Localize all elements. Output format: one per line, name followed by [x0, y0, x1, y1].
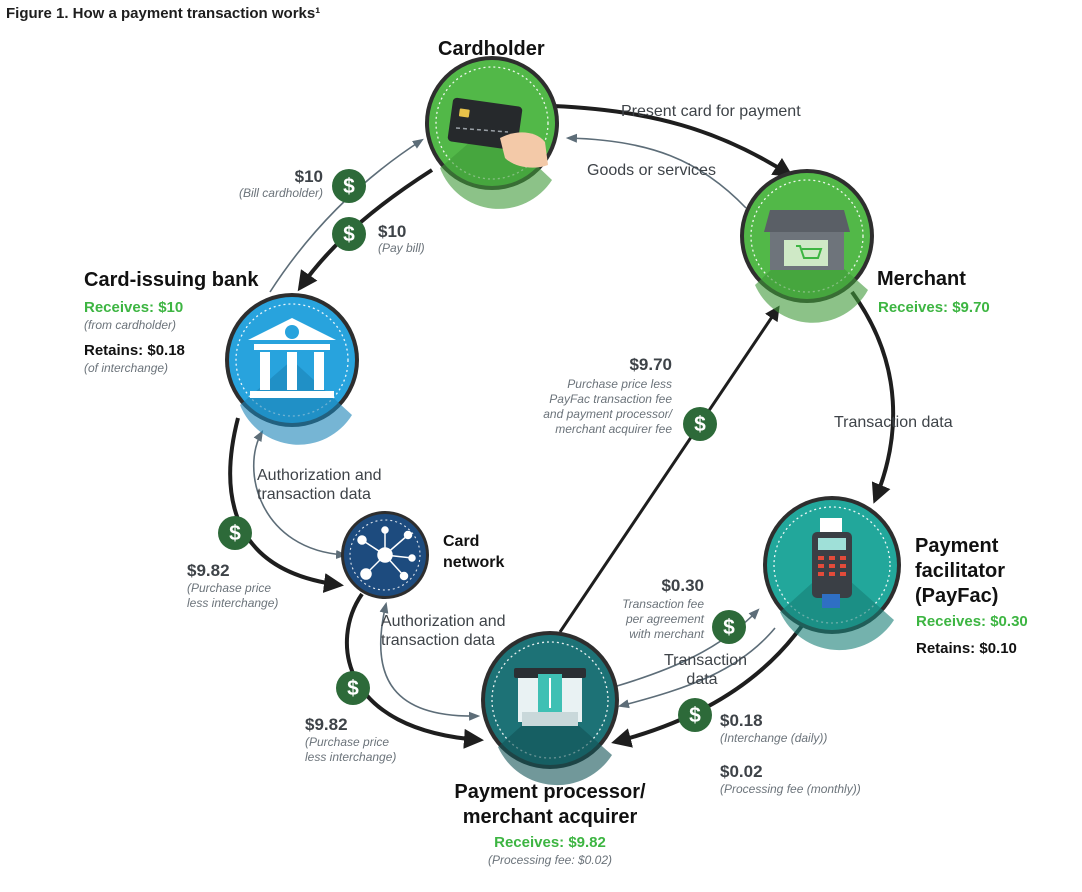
arrow-auth-bottom — [379, 601, 481, 721]
svg-text:$: $ — [689, 704, 701, 727]
flow-auth-bottom: Authorization and transaction data — [381, 613, 506, 649]
dollar-icon: $ — [332, 169, 366, 203]
amount-processing: $0.02 — [720, 762, 763, 781]
amount-payfac-fee: $0.30 — [661, 576, 704, 595]
amount-bank-to-network: $9.82 — [187, 561, 230, 580]
credit-card-hand-icon — [447, 97, 548, 168]
payfac-title: Payment facilitator (PayFac) — [915, 535, 1006, 607]
payfac-retains: Retains: $0.10 — [916, 640, 1017, 657]
flow-transaction-data: Transaction data — [834, 414, 953, 431]
card-terminal-icon — [812, 518, 852, 608]
arrow-bill-cardholder — [269, 138, 424, 293]
amount-merchant-payout: $9.70 — [629, 355, 672, 374]
amount-network-to-processor: $9.82 — [305, 715, 348, 734]
svg-text:$: $ — [229, 522, 241, 545]
flow-transaction-data-bottom: Transaction data — [664, 652, 747, 688]
amount-interchange: $0.18 — [720, 711, 763, 730]
arrow-processor-to-merchant — [558, 305, 780, 633]
figure-title: Figure 1. How a payment transaction work… — [6, 5, 321, 22]
card-network-title: Card network — [443, 533, 505, 571]
arrow-present-card — [552, 104, 794, 178]
amount-pay: $10 — [378, 222, 407, 241]
processor-receives: Receives: $9.82 — [494, 834, 606, 851]
svg-text:$: $ — [343, 223, 355, 246]
card-reader-icon — [514, 668, 586, 726]
note-bill: (Bill cardholder) — [238, 186, 323, 200]
flow-present-card: Present card for payment — [621, 103, 801, 120]
processor-node — [481, 631, 619, 786]
merchant-receives: Receives: $9.70 — [878, 299, 990, 316]
dollar-icon: $ — [712, 610, 746, 644]
note-interchange: (Interchange (daily)) — [720, 731, 828, 745]
processor-receives-note: (Processing fee: $0.02) — [487, 853, 613, 867]
arrow-auth-top — [252, 430, 348, 559]
svg-text:$: $ — [343, 175, 355, 198]
payfac-node — [763, 496, 901, 651]
svg-text:$: $ — [723, 616, 735, 639]
flow-goods-services: Goods or services — [587, 162, 716, 179]
cardholder-node — [425, 56, 559, 209]
note-merchant-payout: Purchase price less PayFac transaction f… — [543, 377, 672, 436]
network-hub-icon — [357, 526, 416, 581]
flow-auth-top: Authorization and transaction data — [257, 467, 382, 503]
amount-bill: $10 — [294, 167, 323, 186]
merchant-title: Merchant — [877, 268, 966, 290]
storefront-icon — [764, 210, 850, 270]
note-processing: (Processing fee (monthly)) — [720, 782, 861, 796]
dollar-icon: $ — [336, 671, 370, 705]
dollar-icon: $ — [683, 407, 717, 441]
bank-retains-note: (of interchange) — [84, 361, 169, 375]
arrow-goods-services — [565, 133, 747, 209]
cardholder-title: Cardholder — [438, 38, 545, 60]
card-network-node — [341, 511, 429, 599]
dollar-badges: $ $ $ $ $ $ $ — [218, 169, 746, 732]
note-bank-to-network: (Purchase price less interchange) — [187, 581, 279, 610]
note-pay: (Pay bill) — [378, 241, 425, 255]
issuing-bank-node — [225, 293, 359, 445]
dollar-icon: $ — [678, 698, 712, 732]
payfac-receives: Receives: $0.30 — [916, 613, 1028, 630]
bank-building-icon — [248, 318, 336, 398]
bank-receives-note: (from cardholder) — [84, 318, 177, 332]
note-payfac-fee: Transaction fee per agreement with merch… — [622, 597, 704, 641]
bank-retains: Retains: $0.18 — [84, 342, 185, 359]
svg-text:$: $ — [694, 413, 706, 436]
merchant-node — [740, 169, 874, 323]
svg-text:$: $ — [347, 677, 359, 700]
bank-title: Card-issuing bank — [84, 269, 259, 291]
arrow-merchant-to-payfac — [850, 290, 896, 504]
bank-receives: Receives: $10 — [84, 299, 184, 316]
arrow-payfac-to-processor — [611, 618, 808, 748]
arrow-pay-bill — [297, 168, 434, 292]
dollar-icon: $ — [218, 516, 252, 550]
dollar-icon: $ — [332, 217, 366, 251]
processor-title: Payment processor/ merchant acquirer — [454, 781, 646, 828]
note-network-to-processor: (Purchase price less interchange) — [305, 735, 397, 764]
arrow-transaction-data-down — [617, 627, 776, 709]
